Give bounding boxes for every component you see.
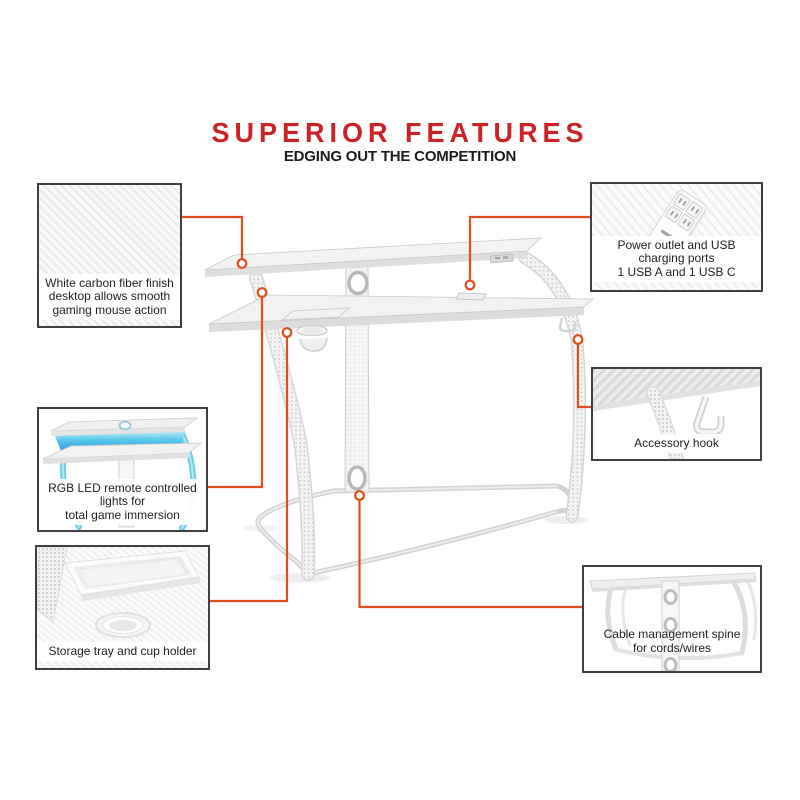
caption-desktop-finish: White carbon fiber finish desktop allows… xyxy=(39,273,180,320)
storage-tray-illustration xyxy=(37,547,201,638)
callout-cable-spine: Cable management spine for cords/wires xyxy=(582,565,762,673)
caption-line: desktop allows smooth xyxy=(48,289,171,303)
callout-accessory-hook: Accessory hook xyxy=(591,367,762,461)
page-title: SUPERIOR FEATURES xyxy=(211,117,589,149)
caption-line: Power outlet and USB charging ports xyxy=(617,237,736,265)
cup-holder-shape xyxy=(95,612,151,638)
tray-cutout-outline xyxy=(280,307,351,321)
caption-accessory-hook: Accessory hook xyxy=(593,433,760,453)
cup-holder-underside xyxy=(299,337,328,353)
hook-on-leg xyxy=(558,317,577,333)
marker-rgb-led xyxy=(256,287,268,298)
desktop-underside xyxy=(593,369,760,405)
marker-desktop-finish xyxy=(236,258,248,269)
connector-rgb-led xyxy=(208,297,264,489)
marker-power-outlet xyxy=(464,279,476,291)
caption-power-outlet: Power outlet and USB charging ports 1 US… xyxy=(592,235,761,282)
caption-line: 1 USB A and 1 USB C xyxy=(617,264,736,279)
connector-power-outlet xyxy=(468,215,590,280)
caption-line: Accessory hook xyxy=(634,435,719,450)
spine-hole-bottom xyxy=(347,465,367,491)
page-subtitle: EDGING OUT THE COMPETITION xyxy=(283,148,517,165)
connector-desktop-finish xyxy=(182,215,244,259)
caption-line: for cords/wires xyxy=(632,640,712,655)
power-unit xyxy=(489,253,514,264)
callout-power-outlet: Power outlet and USB charging ports 1 US… xyxy=(590,182,763,292)
floor-shadow xyxy=(244,516,588,583)
callout-desktop-finish: White carbon fiber finish desktop allows… xyxy=(37,183,182,328)
shelf-grommet xyxy=(118,420,132,431)
caption-rgb-led: RGB LED remote controlled lights for tot… xyxy=(39,478,206,525)
caption-line: RGB LED remote controlled lights for xyxy=(48,480,197,508)
connector-cable-spine xyxy=(358,500,582,609)
marker-storage-tray xyxy=(281,327,293,338)
callout-connectors xyxy=(182,215,591,609)
connector-accessory-hook xyxy=(576,344,591,409)
caption-line: Storage tray and cup holder xyxy=(48,643,197,658)
caption-storage-tray: Storage tray and cup holder xyxy=(37,641,208,661)
marker-accessory-hook xyxy=(572,334,584,345)
connector-storage-tray xyxy=(210,337,289,603)
spine-hole-top xyxy=(347,270,369,296)
outlet-sockets xyxy=(665,193,703,232)
caption-line: White carbon fiber finish xyxy=(45,275,174,290)
hook-shape xyxy=(693,395,725,436)
desk-main-desktop xyxy=(208,292,595,353)
caption-cable-spine: Cable management spine for cords/wires xyxy=(584,625,760,658)
cable-spine-illustration xyxy=(589,572,758,671)
marker-cable-spine xyxy=(354,490,365,501)
outlet-cutout xyxy=(455,292,487,301)
mini-spine-with-holes xyxy=(661,580,680,671)
perforated-leg-corner xyxy=(37,547,68,623)
callout-rgb-led: RGB LED remote controlled lights for tot… xyxy=(37,407,208,532)
caption-line: total game immersion xyxy=(65,507,180,522)
caption-line: Cable management spine xyxy=(603,627,741,641)
desk-right-leg xyxy=(518,251,587,523)
caption-line: gaming mouse action xyxy=(52,302,167,317)
storage-tray-shape xyxy=(64,550,201,601)
desk-top-shelf xyxy=(204,237,543,277)
callout-storage-tray: Storage tray and cup holder xyxy=(35,545,210,670)
